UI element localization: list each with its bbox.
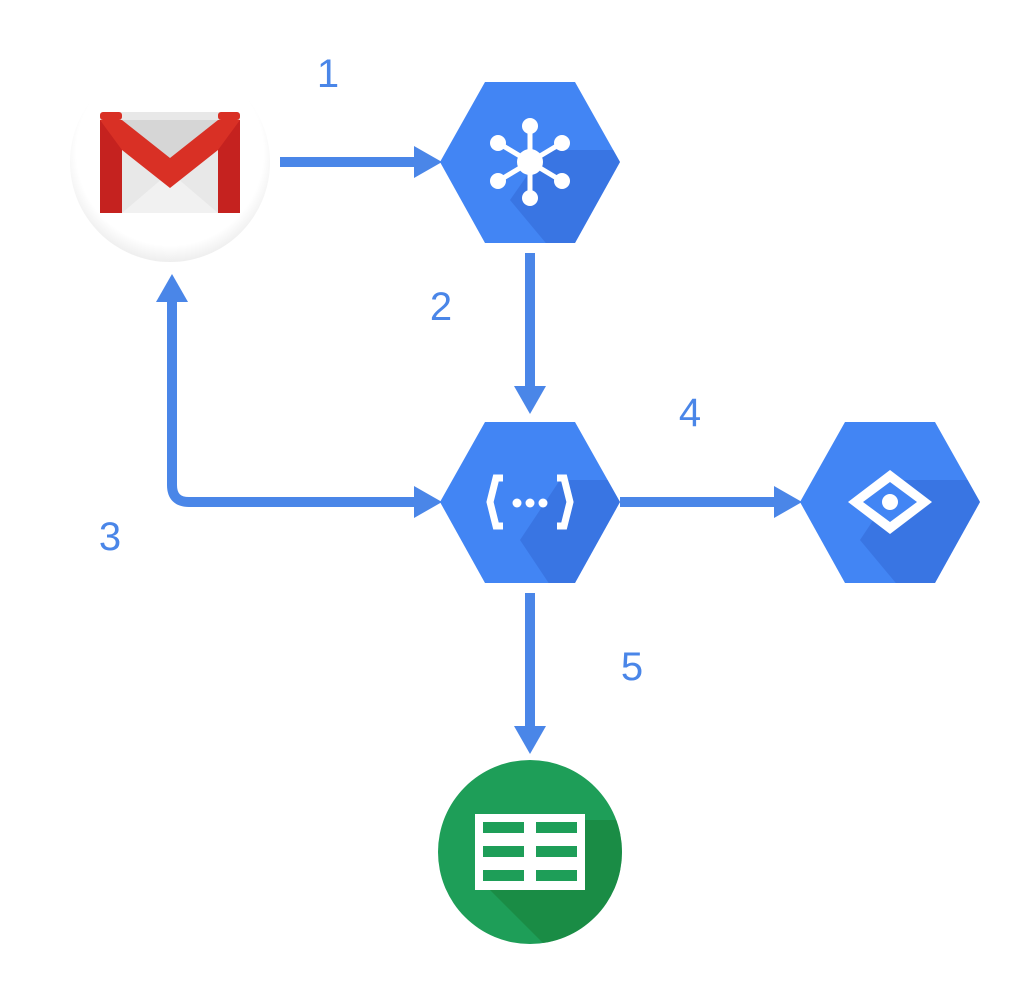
sheets-icon (475, 814, 585, 890)
arrow-functions-to-vision (620, 486, 802, 518)
arrow-pubsub-to-functions (514, 253, 546, 414)
arrow-gmail-to-pubsub (280, 146, 442, 178)
vision-icon (848, 470, 932, 534)
pubsub-node (440, 82, 620, 243)
vision-node (800, 422, 980, 583)
pubsub-icon (490, 118, 570, 206)
gmail-icon (100, 112, 240, 213)
step-label-4: 4 (679, 391, 701, 435)
sheets-node (438, 760, 622, 944)
step-label-5: 5 (621, 645, 643, 689)
step-label-3: 3 (99, 515, 121, 559)
connector-arrows (156, 146, 802, 754)
step-label-1: 1 (317, 52, 339, 96)
gmail-node (70, 62, 270, 262)
step-label-2: 2 (430, 285, 452, 329)
arrow-functions-to-sheets (514, 593, 546, 754)
arrow-functions-to-gmail (156, 274, 442, 518)
cloud-functions-icon (486, 474, 574, 530)
cloud-functions-node (440, 422, 620, 583)
